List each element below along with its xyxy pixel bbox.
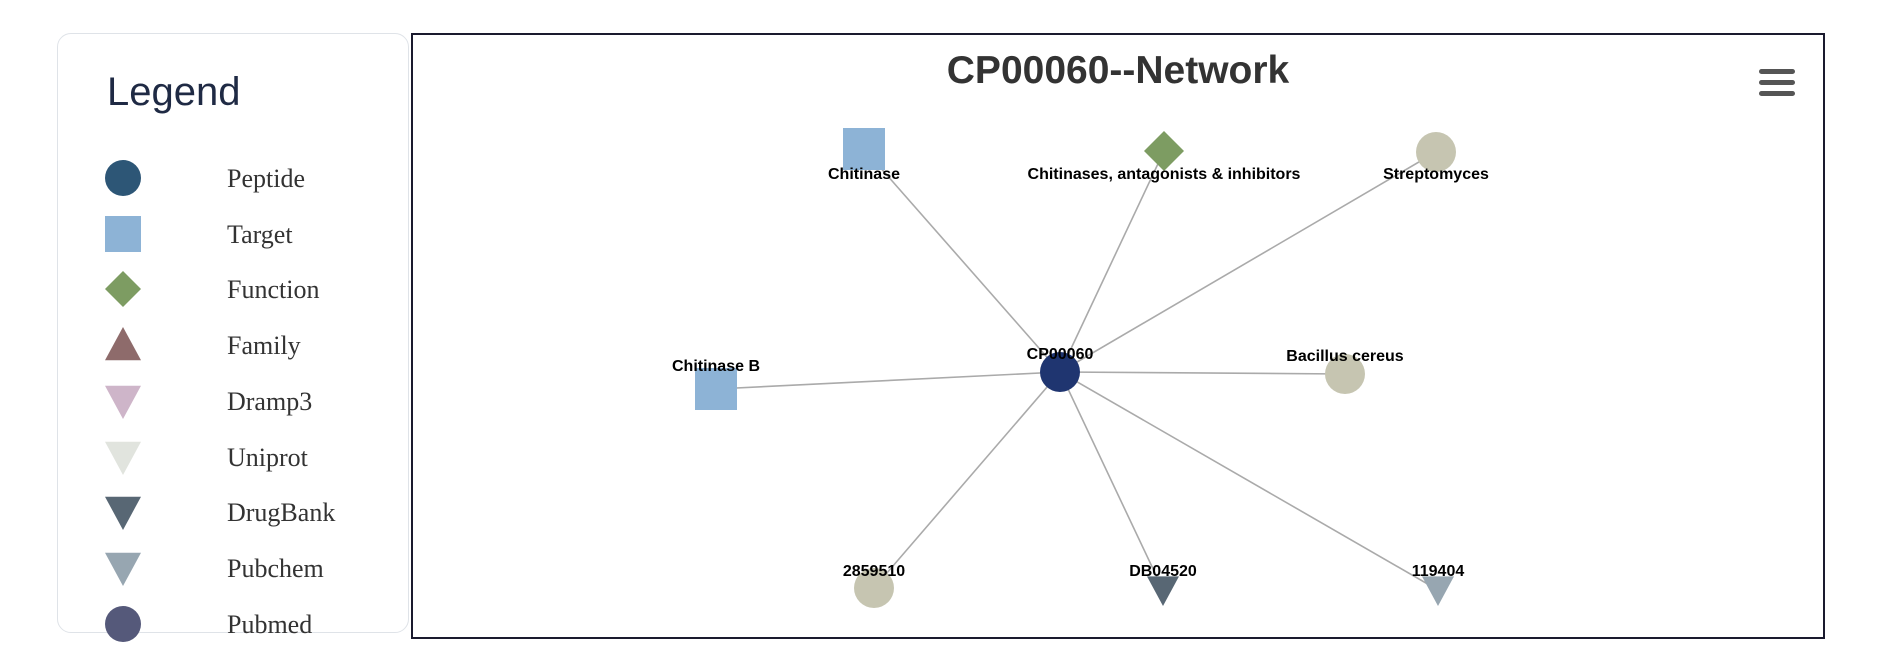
legend-item-peptide: Peptide (103, 156, 393, 200)
triangle-down-icon (105, 441, 141, 475)
node-label-chitinase: Chitinase (828, 166, 900, 183)
node-pc119404[interactable] (1422, 576, 1454, 606)
network-title: CP00060--Network (946, 49, 1290, 92)
node-label-chitB: Chitinase B (672, 358, 760, 375)
legend-item-label: DrugBank (227, 498, 336, 528)
circle-icon (105, 160, 141, 196)
node-chitinase[interactable] (843, 128, 885, 170)
node-function[interactable] (1144, 131, 1184, 171)
node-label-pc119404: 119404 (1412, 563, 1465, 580)
legend-item-family: Family (103, 323, 393, 367)
menu-bar (1759, 91, 1795, 96)
legend-item-dramp3: Dramp3 (103, 379, 393, 423)
network-graph: CP00060 Chitinase Chitinases, antagonists … (672, 128, 1489, 608)
menu-bar (1759, 80, 1795, 85)
edge-center-chitinase (863, 148, 1061, 373)
edge-center-chitB (715, 371, 1061, 390)
legend-item-pubchem: Pubchem (103, 546, 393, 590)
node-strepto[interactable] (1416, 132, 1456, 172)
node-center[interactable] (1040, 352, 1080, 392)
node-pm2859510[interactable] (854, 568, 894, 608)
menu-bar (1759, 69, 1795, 74)
node-label-function: Chitinases, antagonists & inhibitors (1028, 166, 1301, 183)
edge-center-function (1059, 150, 1165, 373)
legend-item-label: Family (227, 331, 301, 361)
legend-item-label: Dramp3 (227, 386, 313, 416)
hamburger-menu-icon[interactable] (1759, 69, 1795, 99)
circle-icon (105, 605, 141, 642)
legend-item-uniprot: Uniprot (103, 435, 393, 479)
legend-item-target: Target (103, 212, 393, 256)
triangle-down-icon (105, 496, 141, 531)
node-label-strepto: Streptomyces (1383, 166, 1489, 183)
legend-item-label: Pubchem (227, 553, 324, 583)
triangle-up-icon (105, 327, 141, 361)
legend-item-label: Uniprot (227, 442, 308, 472)
square-icon (105, 215, 141, 252)
node-db04520[interactable] (1147, 576, 1179, 606)
node-label-pm2859510: 2859510 (843, 563, 905, 580)
legend-item-function: Function (103, 267, 393, 311)
node-chitB[interactable] (695, 368, 737, 410)
triangle-down-icon (105, 385, 141, 419)
legend-item-label: Pubmed (227, 609, 313, 639)
node-label-center: CP00060 (1027, 346, 1094, 363)
legend-item-label: Peptide (227, 164, 305, 193)
diamond-icon (105, 271, 141, 308)
node-label-bacillus: Bacillus cereus (1286, 348, 1404, 365)
edge-center-pc119404 (1059, 371, 1439, 591)
legend-title: Legend (107, 70, 241, 114)
node-bacillus[interactable] (1325, 354, 1365, 394)
legend-item-label: Function (227, 275, 320, 305)
triangle-down-icon (105, 552, 141, 586)
legend-item-pubmed: Pubmed (103, 602, 393, 646)
node-label-db04520: DB04520 (1129, 563, 1197, 580)
legend-item-drugbank: DrugBank (103, 490, 393, 534)
edge-center-strepto (1059, 151, 1437, 373)
edge-center-db04520 (1059, 371, 1164, 591)
legend-item-label: Target (227, 219, 293, 249)
edge-center-bacillus (1059, 371, 1346, 375)
edge-center-pm2859510 (873, 371, 1061, 589)
